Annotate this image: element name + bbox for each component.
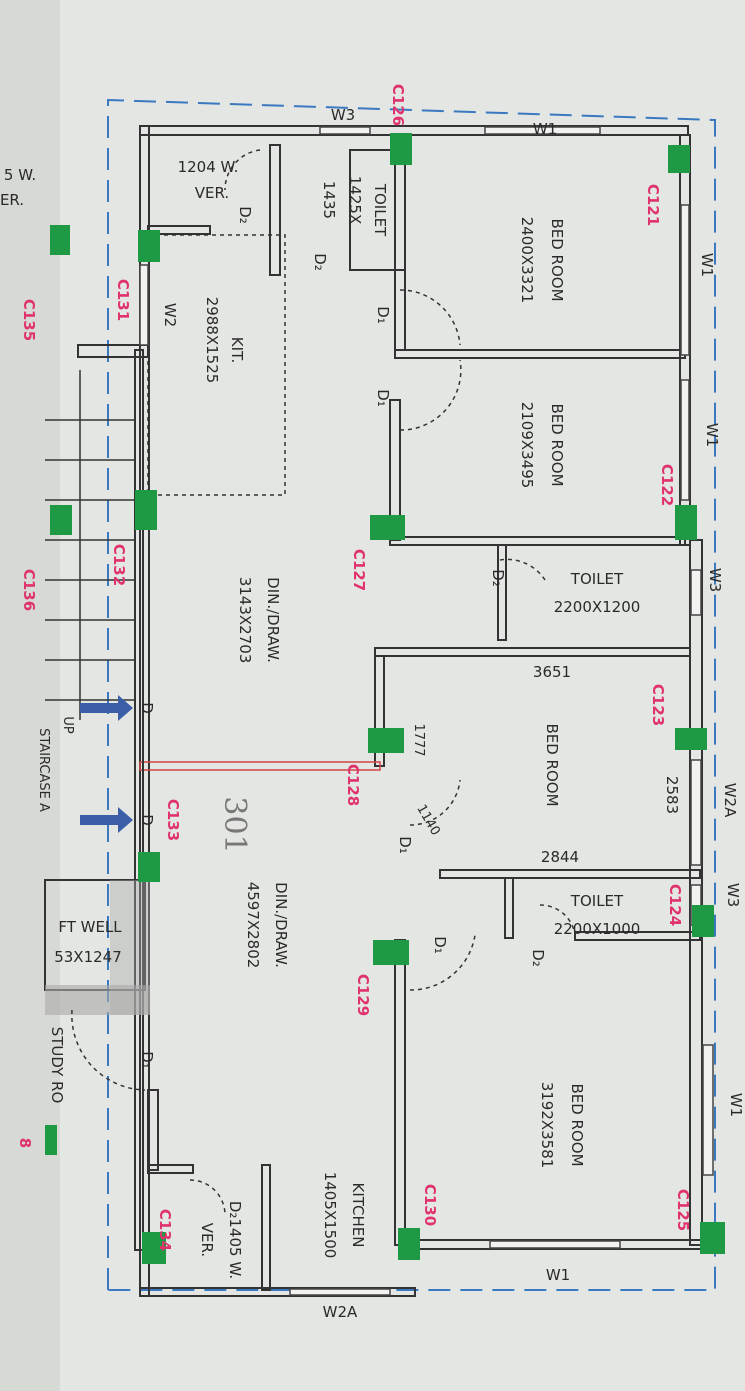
bed2-name: BED ROOM	[548, 403, 566, 486]
window-label: W2	[161, 303, 179, 327]
toilet3-dim: 2200X1000	[554, 920, 641, 938]
kitchen-dashed-outline	[147, 234, 286, 496]
liftwell-dim: 53X1247	[54, 948, 122, 966]
bed1-dim: 2400X3321	[518, 217, 536, 304]
kitchen2-dim: 1405X1500	[321, 1172, 339, 1259]
column-label: 8	[16, 1138, 34, 1148]
door-swings	[71, 149, 576, 1216]
staircase-steps	[45, 370, 135, 720]
door-label: D₂	[489, 569, 507, 587]
column-label: C130	[421, 1184, 439, 1226]
staircase-name: STAIRCASE A	[36, 728, 51, 812]
column-label: C121	[644, 184, 662, 226]
study-name: STUDY RO	[48, 1027, 66, 1104]
window-label: W3	[724, 883, 742, 907]
column-label: C128	[344, 764, 362, 806]
door-label: D₂	[311, 253, 329, 271]
toilet2-name: TOILET	[570, 570, 624, 588]
toilet2-dim: 2200X1200	[554, 598, 641, 616]
door-label: D	[138, 702, 156, 714]
column-label: C135	[20, 299, 38, 341]
bed4-name: BED ROOM	[568, 1083, 586, 1166]
kitchen1-name: KIT.	[228, 337, 246, 363]
door-label: D	[138, 814, 156, 826]
bed4-dim: 3192X3581	[538, 1082, 556, 1169]
entry-arrows	[80, 695, 133, 833]
column-label: C124	[666, 884, 684, 926]
toilet3-name: TOILET	[570, 892, 624, 910]
bed3-name: BED ROOM	[543, 723, 561, 806]
column-label: C126	[389, 84, 407, 126]
plot-boundary	[107, 98, 716, 1291]
din1-name: DIN./DRAW.	[264, 577, 282, 663]
toilet1-name: TOILET	[371, 183, 389, 237]
door-label: D₁	[374, 389, 392, 407]
handwritten-note: 301	[217, 796, 252, 853]
window-label: W3	[331, 106, 355, 124]
verandah2-name: D₂1405 W.	[226, 1201, 244, 1279]
din2-dim: 4597X2802	[244, 882, 262, 969]
entry-arrow-icon	[80, 807, 133, 833]
column-label: C131	[114, 279, 132, 321]
window-label: W2A	[323, 1303, 358, 1321]
column-label: C133	[164, 799, 182, 841]
door-label: D₁	[396, 836, 414, 854]
din2-name: DIN./DRAW.	[272, 882, 290, 968]
column-label: C132	[110, 544, 128, 586]
window-label: W1	[698, 253, 716, 277]
window-label: W1	[703, 423, 721, 447]
door-label: D₂	[529, 949, 547, 967]
column-label: C125	[674, 1189, 692, 1231]
verandah1-name: 1204 W.	[178, 158, 239, 176]
column-label: C127	[350, 549, 368, 591]
column-label: C134	[156, 1209, 174, 1251]
door-label: D₁	[138, 1051, 156, 1069]
verandah1-sub: VER.	[195, 184, 229, 202]
window-label: W1	[727, 1093, 745, 1117]
column-label: C129	[354, 974, 372, 1016]
kitchen1-dim: 2988X1525	[203, 297, 221, 384]
columns	[45, 133, 725, 1264]
verandah2-sub: VER.	[198, 1223, 216, 1257]
door-label: D₁	[431, 936, 449, 954]
toilet1-dim-a: 1425X	[346, 176, 364, 224]
window-label: W2A	[721, 783, 739, 818]
bed1-name: BED ROOM	[548, 218, 566, 301]
bed3-dim-diag-a: 1777	[411, 723, 426, 756]
toilet1-dim-b: 1435	[320, 181, 338, 219]
neighbor-sub: ER.	[0, 191, 24, 209]
bed3-dim-side: 2583	[663, 776, 681, 814]
bed2-dim: 2109X3495	[518, 402, 536, 489]
door-label: D₁	[374, 306, 392, 324]
staircase-up: UP	[60, 716, 75, 734]
kitchen2-name: KITCHEN	[349, 1183, 367, 1248]
liftwell-name: FT WELL	[58, 918, 122, 936]
bed3-dim-top: 3651	[533, 663, 571, 681]
entry-arrow-icon	[80, 695, 133, 721]
window-label: W1	[533, 120, 557, 138]
door-label: D₂	[236, 206, 254, 224]
column-label: C123	[649, 684, 667, 726]
windows	[139, 126, 714, 1296]
window-label: W3	[706, 568, 724, 592]
column-label: C122	[658, 464, 676, 506]
column-label: C136	[20, 569, 38, 611]
neighbor-name: 5 W.	[4, 166, 36, 184]
bed3-dim-bottom: 2844	[541, 848, 579, 866]
din1-dim: 3143X2703	[236, 577, 254, 664]
window-label: W1	[546, 1266, 570, 1284]
